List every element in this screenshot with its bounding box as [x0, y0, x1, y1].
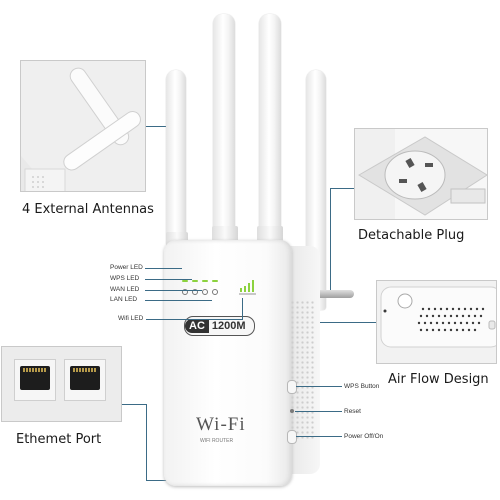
wifi-signal-led	[239, 280, 256, 295]
wifi-logo: Wi-Fi	[196, 414, 246, 435]
ethernet-leader-line-v	[146, 404, 147, 480]
antenna-2	[213, 14, 235, 234]
wan-led-ring	[202, 289, 208, 295]
lan-led-ring	[212, 289, 218, 295]
wan-led-leader	[145, 290, 202, 291]
lan-led-leader	[145, 300, 212, 301]
wps-led	[192, 280, 198, 282]
plug-closeup-illustration	[355, 129, 487, 219]
airflow-callout-label: Air Flow Design	[388, 372, 489, 387]
wps-led-leader	[145, 279, 192, 280]
plug-prong	[318, 290, 354, 298]
ac1200-badge: AC 1200M	[184, 316, 255, 336]
plug-leader-line-v	[330, 188, 331, 296]
side-vent-grid	[290, 300, 314, 440]
wps-button-leader	[296, 386, 342, 387]
wifi-led-label: Wifi LED	[118, 315, 144, 322]
badge-model: 1200M	[211, 320, 246, 332]
ethernet-callout-label: Ethemet Port	[16, 432, 102, 447]
ethernet-port-lan	[14, 359, 56, 401]
wps-led-label: WPS LED	[110, 275, 140, 282]
antenna-leader-line	[146, 126, 174, 127]
reset-label: Reset	[344, 408, 361, 415]
wifi-led-leader-v	[242, 298, 243, 320]
airflow-leader-line	[300, 322, 376, 323]
antenna-1	[166, 70, 186, 246]
lan-led	[212, 280, 218, 282]
wifi-led-leader	[146, 319, 242, 320]
ethernet-detail-inset	[1, 346, 122, 422]
reset-pinhole	[290, 409, 294, 413]
wps-led-ring	[192, 289, 198, 295]
reset-leader	[295, 411, 342, 412]
antenna-3	[259, 14, 281, 236]
airflow-vent-illustration	[377, 281, 496, 363]
wps-button	[287, 380, 297, 394]
badge-ac: AC	[185, 319, 209, 333]
ethernet-leader-line-top	[122, 404, 146, 405]
plug-detail-inset	[354, 128, 488, 220]
antennas-callout-label: 4 External Antennas	[22, 202, 154, 217]
power-led	[182, 280, 188, 282]
antenna-closeup-illustration	[21, 61, 145, 191]
antenna-detail-inset	[20, 60, 146, 192]
plug-callout-label: Detachable Plug	[358, 228, 465, 243]
power-led-leader	[145, 268, 182, 269]
wan-led	[202, 280, 208, 282]
wifi-logo-subtitle: WIFI ROUTER	[200, 438, 234, 444]
power-switch-leader	[296, 436, 342, 437]
power-led-ring	[182, 289, 188, 295]
antenna-base-2	[212, 226, 238, 242]
power-switch	[287, 430, 297, 444]
airflow-detail-inset	[376, 280, 497, 364]
router-body: AC 1200M Wi-Fi WIFI ROUTER	[164, 240, 292, 486]
antenna-base-3	[257, 226, 283, 242]
wps-button-label: WPS Button	[344, 383, 380, 390]
wan-led-label: WAN LED	[110, 286, 140, 293]
ethernet-port-wan	[64, 359, 106, 401]
power-led-label: Power LED	[110, 264, 143, 271]
lan-led-label: LAN LED	[110, 296, 138, 303]
power-switch-label: Power Off/On	[344, 433, 384, 440]
plug-leader-line-h	[330, 188, 354, 189]
